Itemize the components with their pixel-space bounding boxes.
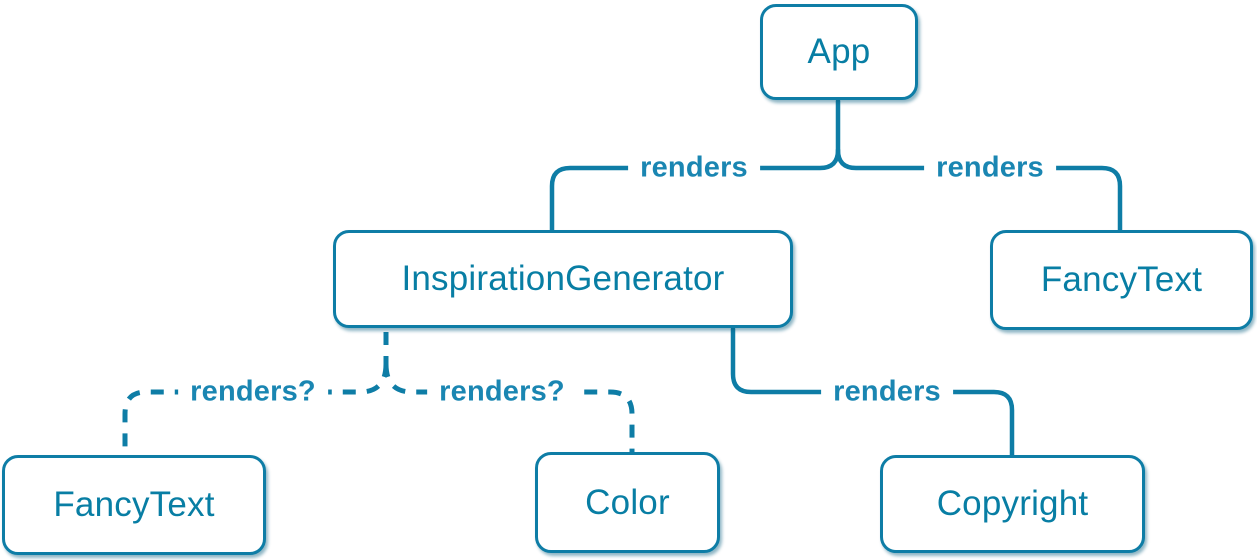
edge-label-inspiration-generator-fancy-text-bottom: renders? bbox=[178, 375, 328, 409]
node-inspiration-generator-label: InspirationGenerator bbox=[401, 259, 725, 298]
node-inspiration-generator: InspirationGenerator bbox=[333, 230, 793, 328]
edge-label-app-inspiration-generator: renders bbox=[628, 151, 760, 185]
edge-label-app-fancy-text-top: renders bbox=[924, 151, 1056, 185]
edge-label-inspiration-generator-color: renders? bbox=[427, 375, 577, 409]
node-color-label: Color bbox=[585, 482, 670, 522]
node-app: App bbox=[760, 4, 918, 100]
edge-inspiration-generator-color bbox=[383, 363, 635, 453]
node-fancy-text-top-label: FancyText bbox=[1040, 260, 1203, 299]
node-color: Color bbox=[535, 452, 720, 553]
node-fancy-text-bottom: FancyText bbox=[2, 455, 266, 555]
node-app-label: App bbox=[807, 32, 871, 71]
node-fancy-text-bottom-label: FancyText bbox=[53, 485, 215, 524]
edge-app-fancy-text-top bbox=[835, 147, 1123, 234]
node-copyright-label: Copyright bbox=[936, 484, 1089, 523]
edge-label-inspiration-generator-copyright: renders bbox=[821, 375, 953, 409]
node-fancy-text-top: FancyText bbox=[990, 230, 1253, 330]
node-copyright: Copyright bbox=[880, 455, 1145, 553]
